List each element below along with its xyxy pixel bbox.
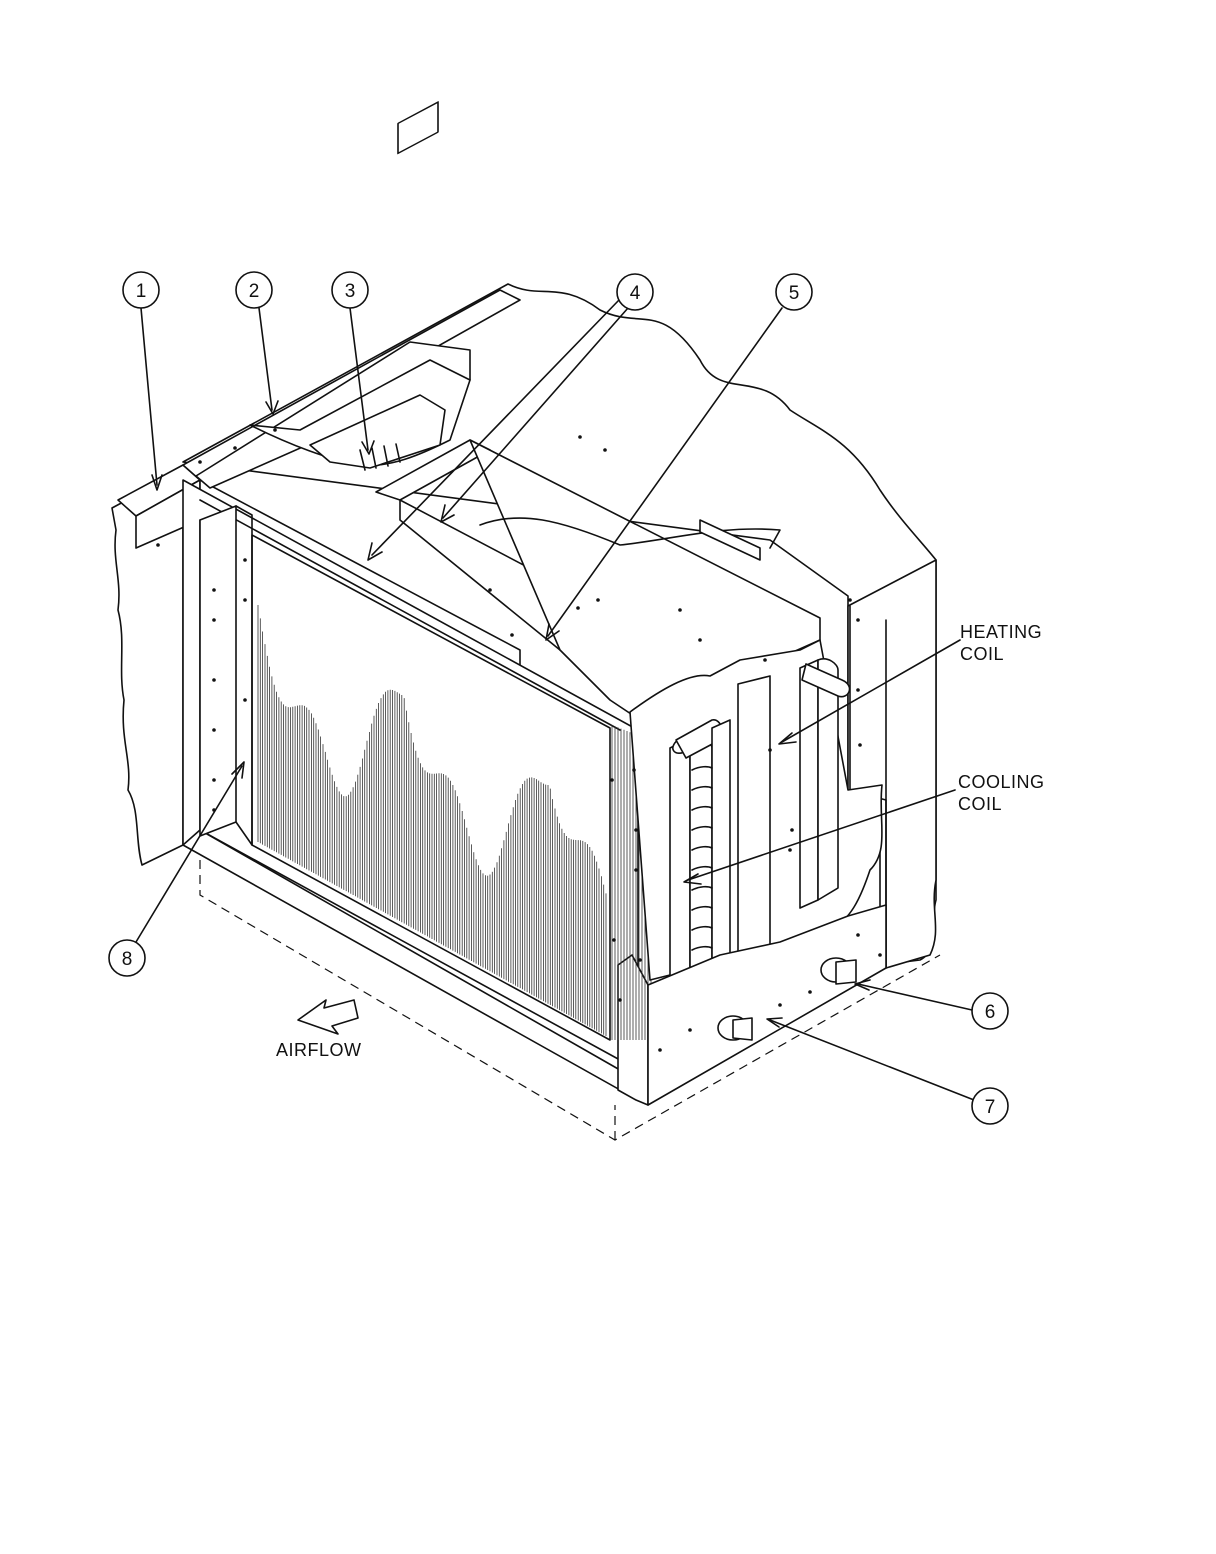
cooling-coil-label-line2: COIL (958, 794, 1002, 814)
rivet-dot (198, 460, 202, 464)
airflow-arrow: AIRFLOW (276, 1000, 362, 1060)
rivet-dot (763, 658, 767, 662)
rivet-dot (678, 608, 682, 612)
rivet-dot (878, 953, 882, 957)
callout-5: 5 (776, 274, 812, 310)
rivet-dot (576, 606, 580, 610)
rivet-dot (596, 598, 600, 602)
heating-coil-label-line1: HEATING (960, 622, 1042, 642)
heating-coil-label-line2: COIL (960, 644, 1004, 664)
rivet-dot (156, 543, 160, 547)
callout-8: 8 (109, 940, 145, 976)
rivet-dot (788, 848, 792, 852)
cooling-coil-label-line1: COOLING (958, 772, 1045, 792)
rivet-dot (856, 618, 860, 622)
rivet-dot (510, 633, 514, 637)
callout-7-number: 7 (985, 1097, 996, 1118)
callout-6: 6 (972, 993, 1008, 1029)
callout-3-number: 3 (345, 281, 356, 302)
rivet-dot (243, 558, 247, 562)
airflow-label: AIRFLOW (276, 1040, 362, 1060)
rivet-dot (856, 688, 860, 692)
callout-2: 2 (236, 272, 272, 308)
rivet-dot (638, 958, 642, 962)
rivet-dot (243, 598, 247, 602)
rivet-dot (768, 748, 772, 752)
rivet-dot (212, 728, 216, 732)
rivet-dot (578, 435, 582, 439)
rivet-dot (658, 1048, 662, 1052)
callout-7: 7 (972, 1088, 1008, 1124)
rivet-dot (273, 428, 277, 432)
rivet-dot (488, 588, 492, 592)
rivet-dot (698, 638, 702, 642)
rivet-dot (632, 768, 636, 772)
rivet-dot (808, 990, 812, 994)
rivet-dot (212, 588, 216, 592)
callout-2-number: 2 (249, 281, 260, 302)
callout-5-number: 5 (789, 283, 800, 304)
callout-4-number: 4 (630, 283, 641, 304)
rivet-dot (848, 598, 852, 602)
rivet-dot (858, 743, 862, 747)
rivet-dot (790, 828, 794, 832)
rivet-dot (634, 828, 638, 832)
callout-1-number: 1 (136, 281, 147, 302)
rivet-dot (634, 868, 638, 872)
rivet-dot (688, 1028, 692, 1032)
rivet-dot (212, 618, 216, 622)
rivet-dot (212, 778, 216, 782)
coil-labels: HEATING COIL COOLING COIL (958, 622, 1045, 814)
rivet-dot (233, 446, 237, 450)
rivet-dot (778, 1003, 782, 1007)
rivet-dot (603, 448, 607, 452)
callout-8-number: 8 (122, 949, 133, 970)
rivet-dot (610, 778, 614, 782)
rivet-dot (212, 678, 216, 682)
callout-1: 1 (123, 272, 159, 308)
rivet-dot (618, 998, 622, 1002)
callout-3: 3 (332, 272, 368, 308)
callout-6-number: 6 (985, 1002, 996, 1023)
rivet-dot (243, 698, 247, 702)
callout-4: 4 (617, 274, 653, 310)
rivet-dot (612, 938, 616, 942)
rivet-dot (856, 933, 860, 937)
